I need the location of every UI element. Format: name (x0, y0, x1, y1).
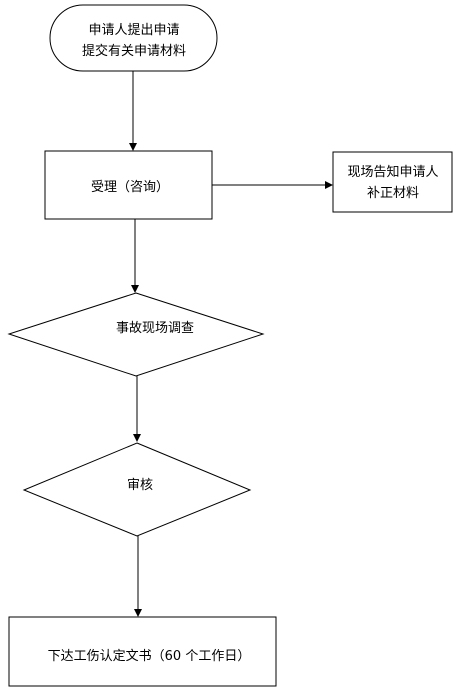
investigate-node-label: 事故现场调查 (116, 321, 194, 336)
notify-node-line1: 现场告知申请人 (347, 164, 438, 180)
decision-node: 下达工伤认定文书（60 个工作日） (8, 616, 277, 687)
investigate-node: 事故现场调查 (7, 292, 265, 377)
start-node-line1: 申请人提出申请 (88, 22, 179, 38)
notify-node: 现场告知申请人 补正材料 (332, 151, 453, 213)
decision-node-shape (8, 616, 277, 687)
investigate-node-shape (7, 292, 265, 377)
notify-node-line2: 补正材料 (367, 186, 419, 201)
decision-node-label: 下达工伤认定文书（60 个工作日） (48, 649, 251, 664)
review-node: 审核 (22, 442, 252, 537)
review-node-label: 审核 (127, 478, 153, 493)
start-node: 申请人提出申请 提交有关申请材料 (49, 4, 218, 72)
accept-node: 受理（咨询） (44, 150, 213, 220)
start-node-line2: 提交有关申请材料 (82, 43, 186, 59)
review-node-shape (22, 442, 252, 537)
notify-node-shape (332, 151, 453, 213)
start-node-shape (49, 4, 218, 72)
accept-node-label: 受理（咨询） (91, 180, 169, 195)
accept-node-shape (44, 150, 213, 220)
